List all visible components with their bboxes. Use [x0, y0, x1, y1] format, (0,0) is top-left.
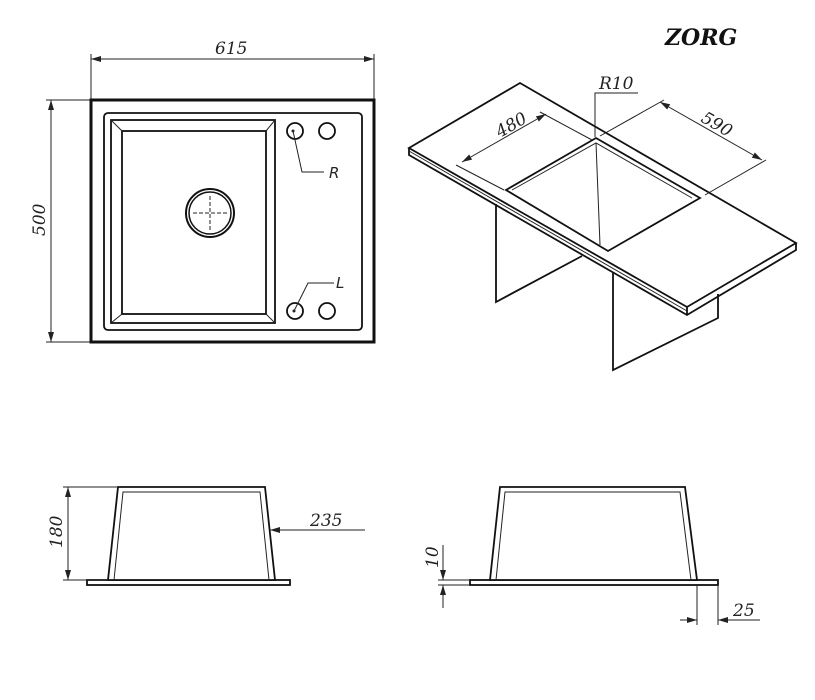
isometric-view: 480 590 R10 — [407, 74, 798, 372]
offset-dimension: 235 — [309, 511, 342, 531]
tap-hole — [318, 302, 336, 320]
bowl-inner — [121, 130, 267, 315]
bowl-length-dimension: 590 — [698, 108, 736, 142]
tap-hole — [318, 122, 336, 140]
side-view-right: 10 25 — [423, 486, 760, 625]
drain-icon — [185, 188, 235, 238]
height-dimension: 500 — [30, 203, 50, 236]
overhang-dimension: 25 — [732, 601, 755, 621]
sink-rim — [103, 112, 363, 331]
tap-hole-left — [286, 302, 304, 320]
tap-hole-right — [286, 122, 304, 140]
right-tap-label: R — [329, 164, 339, 182]
corner-radius-label: R10 — [598, 74, 634, 94]
brand-logo: ZORG — [664, 25, 737, 51]
width-dimension: 615 — [215, 39, 247, 59]
rim-dimension: 10 — [423, 546, 443, 568]
side-view-left: 180 235 — [47, 486, 365, 586]
sink-outline — [89, 98, 376, 344]
top-view: 615 500 R L — [30, 39, 376, 344]
depth-dimension: 180 — [47, 515, 67, 548]
bowl-outer — [110, 119, 276, 324]
left-tap-label: L — [336, 274, 344, 292]
